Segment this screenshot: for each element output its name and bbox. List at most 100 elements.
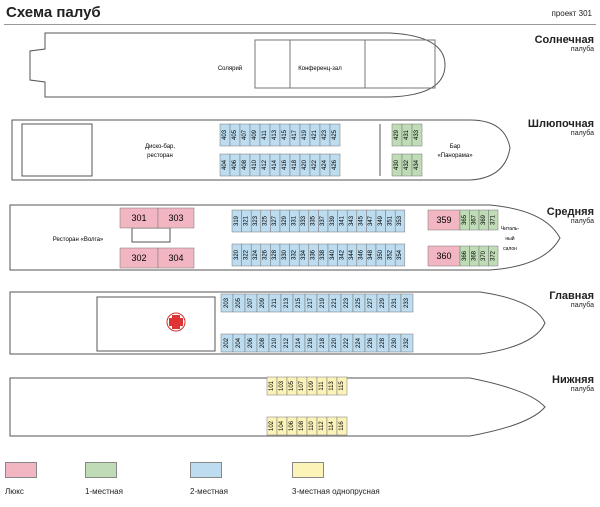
cabin-number: 360 [436,251,451,261]
cabin-number: 105 [289,380,295,391]
cabin-433 [411,123,423,147]
cabin-number: 220 [332,337,338,348]
cabin-number: 233 [404,297,410,308]
cabin-number: 331 [291,215,297,226]
room-restaurant-volga: Ресторан «Волга» [53,237,104,243]
legend-label: 2-местная [190,487,228,496]
cabin-number: 302 [131,253,146,263]
cabin-number: 341 [339,215,345,226]
legend-swatch [85,462,117,478]
cabin-number: 369 [481,214,487,225]
cabin-353 [394,209,406,233]
room-reading-salon-3: салон [503,246,517,252]
boat-deck-aft-block [21,123,93,177]
legend-label: 3-местная однопрусная [292,487,380,496]
cabin-number: 231 [392,297,398,308]
deck-sub: палуба [570,130,594,137]
cabin-number: 431 [404,129,410,140]
cabin-number: 213 [284,297,290,308]
deck-name: Шлюпочная [527,118,594,130]
cabin-number: 324 [253,249,259,260]
cabin-number: 426 [332,159,338,170]
cabin-number: 232 [404,337,410,348]
deck-label-main: Главная палуба [549,290,594,309]
cabin-number: 429 [394,129,400,140]
room-restaurant: ресторан [147,153,173,159]
cabin-number: 225 [356,297,362,308]
deck-name: Солнечная [534,34,594,46]
cabin-number: 408 [242,159,248,170]
cabin-number: 423 [322,129,328,140]
room-disco-bar: Диско-бар, [145,144,175,150]
cabin-number: 405 [232,129,238,140]
deck-label-lower: Нижняя палуба [552,374,594,393]
cabin-number: 430 [394,159,400,170]
cabin-number: 106 [289,420,295,431]
cabin-number: 345 [359,215,365,226]
cabin-number: 343 [349,215,355,226]
cabin-number: 353 [397,215,403,226]
cabin-number: 418 [292,159,298,170]
cabin-number: 359 [436,215,451,225]
deck-label-middle: Средняя палуба [547,206,594,225]
cabin-number: 352 [387,249,393,260]
cabin-number: 102 [269,420,275,431]
cabin-number: 103 [279,380,285,391]
sun-deck-hull [29,32,446,98]
cabin-number: 411 [262,130,268,140]
cabin-number: 208 [260,337,266,348]
cabin-number: 330 [282,249,288,260]
cabin-number: 228 [380,337,386,348]
cabin-number: 226 [368,337,374,348]
cabin-number: 416 [282,159,288,170]
cabin-number: 206 [248,337,254,348]
cabin-number: 334 [301,249,307,260]
cabin-number: 326 [263,249,269,260]
cabin-number: 218 [320,337,326,348]
cabin-number: 104 [279,420,285,431]
cabin-number: 344 [349,249,355,260]
cabin-426 [329,153,341,177]
cabin-number: 348 [368,249,374,260]
cabin-number: 372 [490,250,496,261]
cabin-number: 422 [312,159,318,170]
cabin-number: 320 [234,249,240,260]
cabin-number: 420 [302,159,308,170]
cabin-232 [400,333,414,353]
cabin-number: 371 [490,214,496,225]
cabin-number: 327 [272,215,278,226]
cabin-number: 333 [301,215,307,226]
cabin-number: 110 [309,421,315,431]
deck-sub: палуба [570,302,594,309]
cabin-number: 366 [462,250,468,261]
sun-deck-frame [254,39,436,89]
cabin-number: 412 [262,159,268,170]
room-reading-salon-2: ный [505,235,514,242]
legend-swatch [5,462,37,478]
room-bar: Бар [450,144,461,150]
cabin-number: 230 [392,337,398,348]
cabin-371 [488,209,499,231]
cabin-number: 342 [339,249,345,260]
deck-label-boat: Шлюпочная палуба [528,118,594,137]
cabin-number: 354 [397,249,403,260]
cabin-number: 329 [282,215,288,226]
cabin-233 [400,293,414,313]
deck-name: Средняя [546,206,594,218]
room-conference: Конференц-зал [298,66,342,72]
cabin-number: 114 [329,421,335,431]
cabin-number: 205 [236,297,242,308]
cabin-number: 109 [309,380,315,391]
cabin-number: 210 [272,337,278,348]
boat-deck [11,119,511,181]
cabin-number: 221 [332,297,338,308]
cabin-number: 113 [329,381,335,391]
cabin-number: 107 [299,380,305,391]
cabin-number: 413 [272,129,278,140]
cabin-303 [157,207,195,229]
boat-deck-hull [11,119,511,181]
